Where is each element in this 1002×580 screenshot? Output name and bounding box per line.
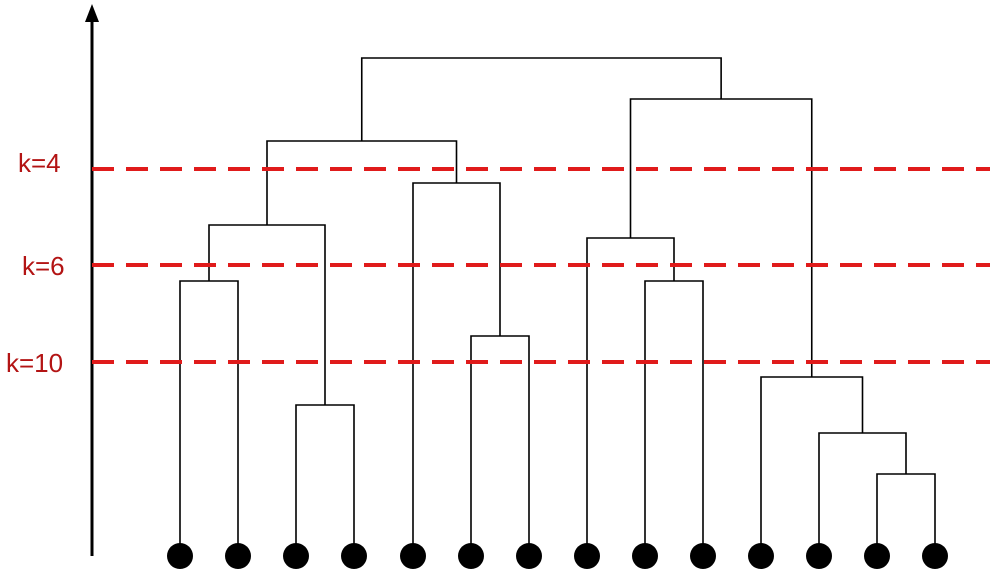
leaf-node — [400, 543, 426, 569]
cut-label-k10: k=10 — [6, 348, 63, 378]
leaf-node — [167, 543, 193, 569]
leaf-node — [690, 543, 716, 569]
dendrogram-merge-link — [360, 57, 722, 141]
leaf-node — [458, 543, 484, 569]
leaf-node — [632, 543, 658, 569]
dendrogram-merge-link — [208, 224, 326, 405]
leaf-node — [225, 543, 251, 569]
leaf-node — [574, 543, 600, 569]
cut-label-k6: k=6 — [22, 251, 65, 281]
cut-label-k4: k=4 — [18, 148, 61, 178]
dendrogram-links — [179, 57, 936, 556]
cut-line-k10-group: k=10 — [6, 348, 990, 378]
leaf-node — [864, 543, 890, 569]
leaf-node — [806, 543, 832, 569]
dendrogram-merge-link — [644, 280, 704, 556]
vertical-axis — [85, 4, 99, 556]
dendrogram-merge-link — [586, 237, 675, 556]
dendrogram-merge-link — [179, 280, 239, 556]
cut-line-k6-group: k=6 — [22, 251, 990, 281]
leaf-node — [748, 543, 774, 569]
dendrogram-merge-link — [818, 432, 907, 556]
dendrogram-merge-link — [412, 182, 501, 556]
axis-arrowhead — [85, 4, 99, 22]
cut-line-k4-group: k=4 — [18, 148, 990, 178]
leaf-node — [922, 543, 948, 569]
dendrogram-merge-link — [760, 376, 864, 556]
leaf-node — [283, 543, 309, 569]
leaf-node — [341, 543, 367, 569]
dendrogram-merge-link — [876, 473, 936, 556]
dendrogram-merge-link — [470, 335, 530, 556]
leaf-node — [516, 543, 542, 569]
dendrogram-leaves — [167, 543, 948, 569]
dendrogram-merge-link — [295, 404, 355, 556]
